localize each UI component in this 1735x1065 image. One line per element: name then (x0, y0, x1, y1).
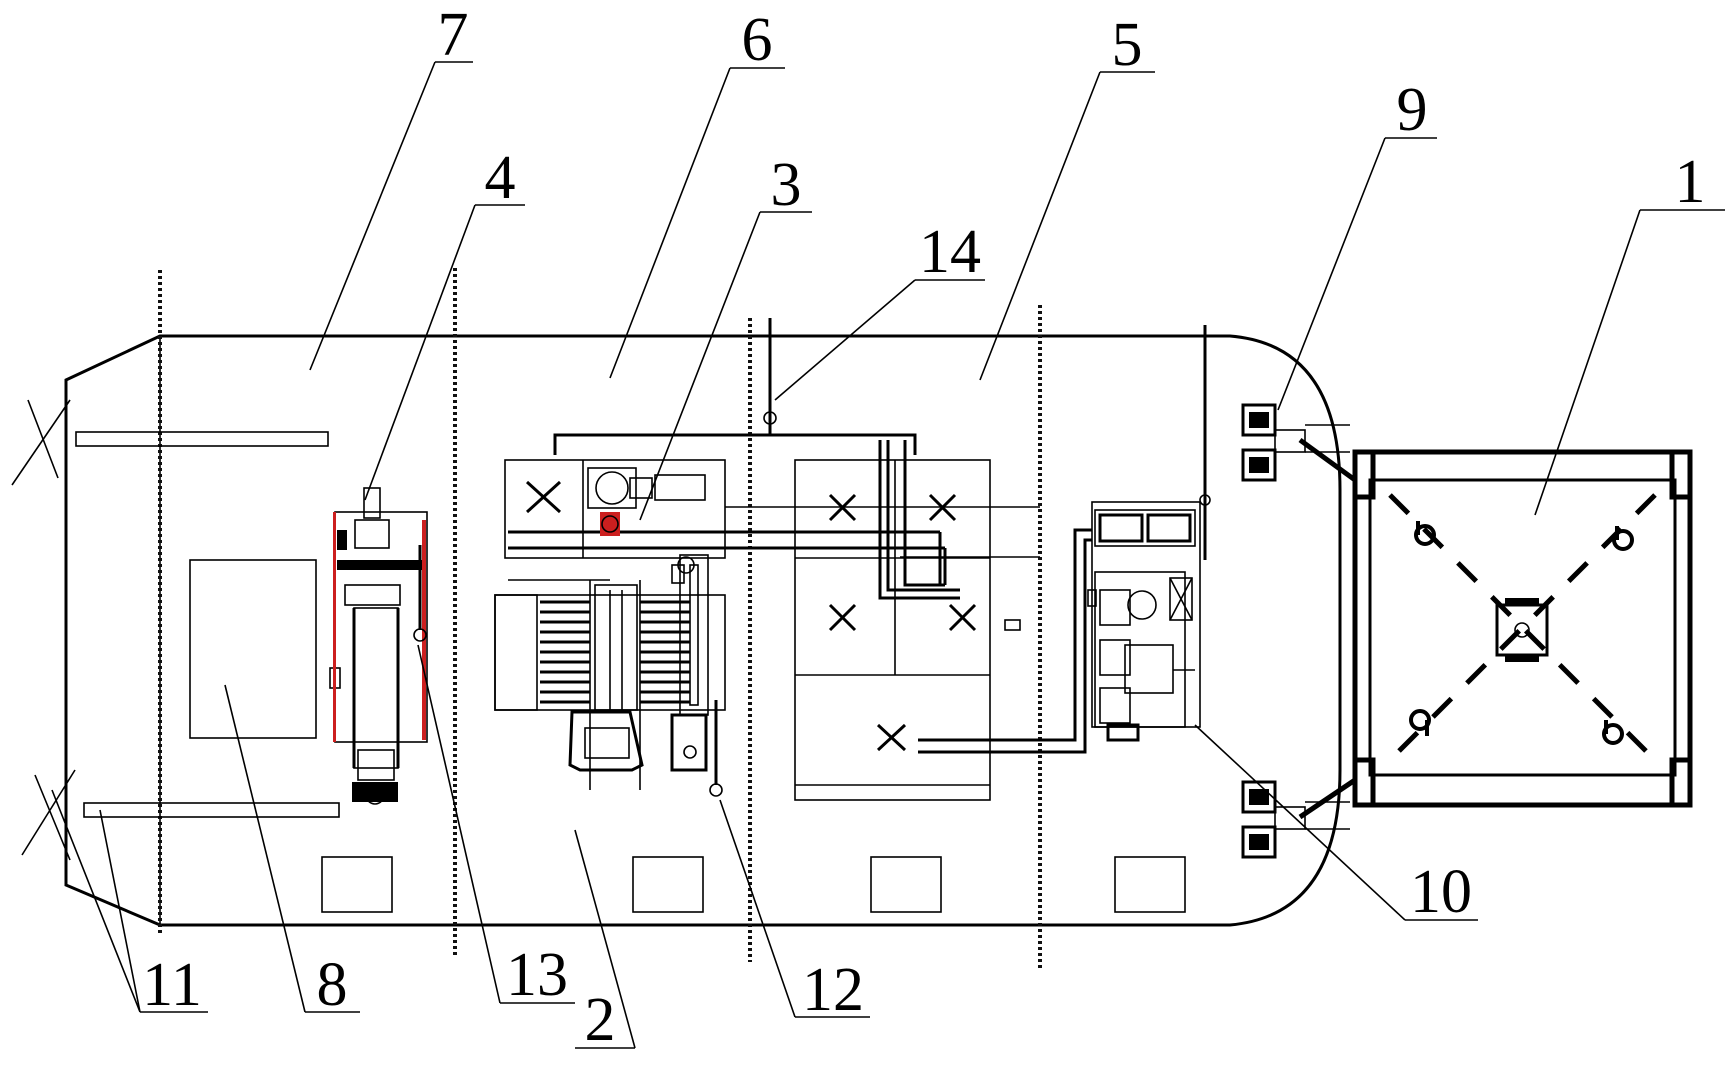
label-6: 6 (742, 6, 773, 74)
leader-lines (51, 61, 1725, 1049)
label-14: 14 (919, 218, 981, 286)
label-13: 13 (506, 941, 568, 1009)
label-12: 12 (802, 956, 864, 1024)
control-unit (1087, 501, 1201, 742)
piping (508, 318, 1211, 754)
engine (494, 554, 726, 797)
label-10: 10 (1410, 858, 1472, 926)
distribution-box (794, 459, 1021, 801)
label-5: 5 (1112, 11, 1143, 79)
hinge-links (1298, 437, 1357, 820)
label-7: 7 (438, 1, 469, 69)
label-2: 2 (585, 986, 616, 1054)
winch (329, 487, 428, 805)
label-9: 9 (1397, 76, 1428, 144)
label-3: 3 (771, 151, 802, 219)
hinges (1241, 403, 1350, 859)
anchor-marks (11, 399, 76, 861)
barge (1352, 449, 1693, 808)
label-11: 11 (142, 951, 202, 1019)
spud-bars (75, 431, 340, 818)
deck-hatches (321, 856, 1186, 913)
label-8: 8 (317, 951, 348, 1019)
bulkheads (158, 268, 1042, 970)
label-4: 4 (485, 144, 516, 212)
pump-unit (504, 459, 726, 559)
deck-house (189, 559, 317, 739)
labels: 7 6 5 4 3 14 9 1 10 11 8 13 2 12 (142, 1, 1705, 1054)
label-1: 1 (1675, 148, 1706, 216)
hull-outline (64, 334, 1342, 927)
